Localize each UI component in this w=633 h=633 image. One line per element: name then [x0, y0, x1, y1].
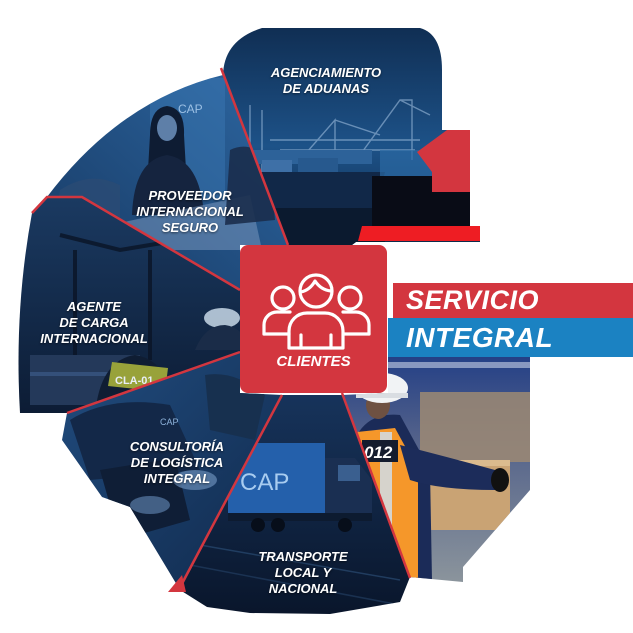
- banner-servicio-text: SERVICIO: [406, 285, 540, 315]
- label-line: DE CARGA: [59, 315, 129, 330]
- red-corner-accent: [168, 575, 186, 592]
- center-clientes-box: [240, 245, 387, 393]
- label-agenciamiento-de-aduanas: AGENCIAMIENTO DE ADUANAS: [271, 65, 381, 97]
- banner-red-band: [393, 283, 633, 318]
- label-line: NACIONAL: [268, 581, 338, 596]
- center-clientes-label: CLIENTES: [276, 353, 351, 370]
- truck-logo-text: CAP: [240, 469, 289, 496]
- label-line: INTERNACIONAL: [40, 331, 148, 346]
- divider-agente-consultoria: [66, 350, 241, 415]
- label-line: CONSULTORÍA: [129, 439, 225, 454]
- label-transporte-local-y-nacional: TRANSPORTE LOCAL Y NACIONAL: [258, 549, 347, 597]
- jacket-logo-text: CAP: [160, 417, 179, 427]
- banner-integral-text: INTEGRAL: [406, 322, 554, 353]
- vest-tag-text: CLA-01: [115, 375, 154, 387]
- red-bar-accent: [358, 226, 480, 241]
- label-proveedor-internacional-seguro: PROVEEDOR INTERNACIONAL SEGURO: [136, 188, 244, 236]
- segment-divider-lines: [31, 67, 412, 592]
- divider-transporte-servicio: [340, 392, 412, 579]
- label-line: SEGURO: [161, 220, 219, 235]
- label-line: AGENTE: [66, 299, 122, 314]
- label-agente-de-carga-internacional: AGENTE DE CARGA INTERNACIONAL: [40, 299, 148, 347]
- banner-blue-band: [388, 318, 633, 357]
- label-consultoria-de-logistica-integral: CONSULTORÍA DE LOGÍSTICA INTEGRAL: [130, 439, 224, 487]
- vest-number-text: 012: [364, 443, 393, 462]
- label-line: PROVEEDOR: [148, 188, 232, 203]
- divider-consultoria-transporte: [176, 394, 284, 592]
- label-line: TRANSPORTE: [258, 549, 348, 564]
- label-line: LOCAL Y: [274, 565, 332, 580]
- divider-proveedor-agente: [31, 195, 241, 292]
- people-group-icon: [262, 273, 371, 350]
- divider-agenciamiento-proveedor: [219, 67, 290, 246]
- label-line: AGENCIAMIENTO: [270, 65, 382, 80]
- label-line: DE LOGÍSTICA: [130, 455, 224, 470]
- label-line: DE ADUANAS: [282, 81, 370, 96]
- segment-warehouse-worker-photo: 012: [342, 357, 530, 582]
- label-line: INTERNACIONAL: [136, 204, 244, 219]
- label-line: INTEGRAL: [143, 471, 211, 486]
- wall-logo-text: CAP: [178, 102, 203, 116]
- red-arrow-accent: [417, 130, 470, 192]
